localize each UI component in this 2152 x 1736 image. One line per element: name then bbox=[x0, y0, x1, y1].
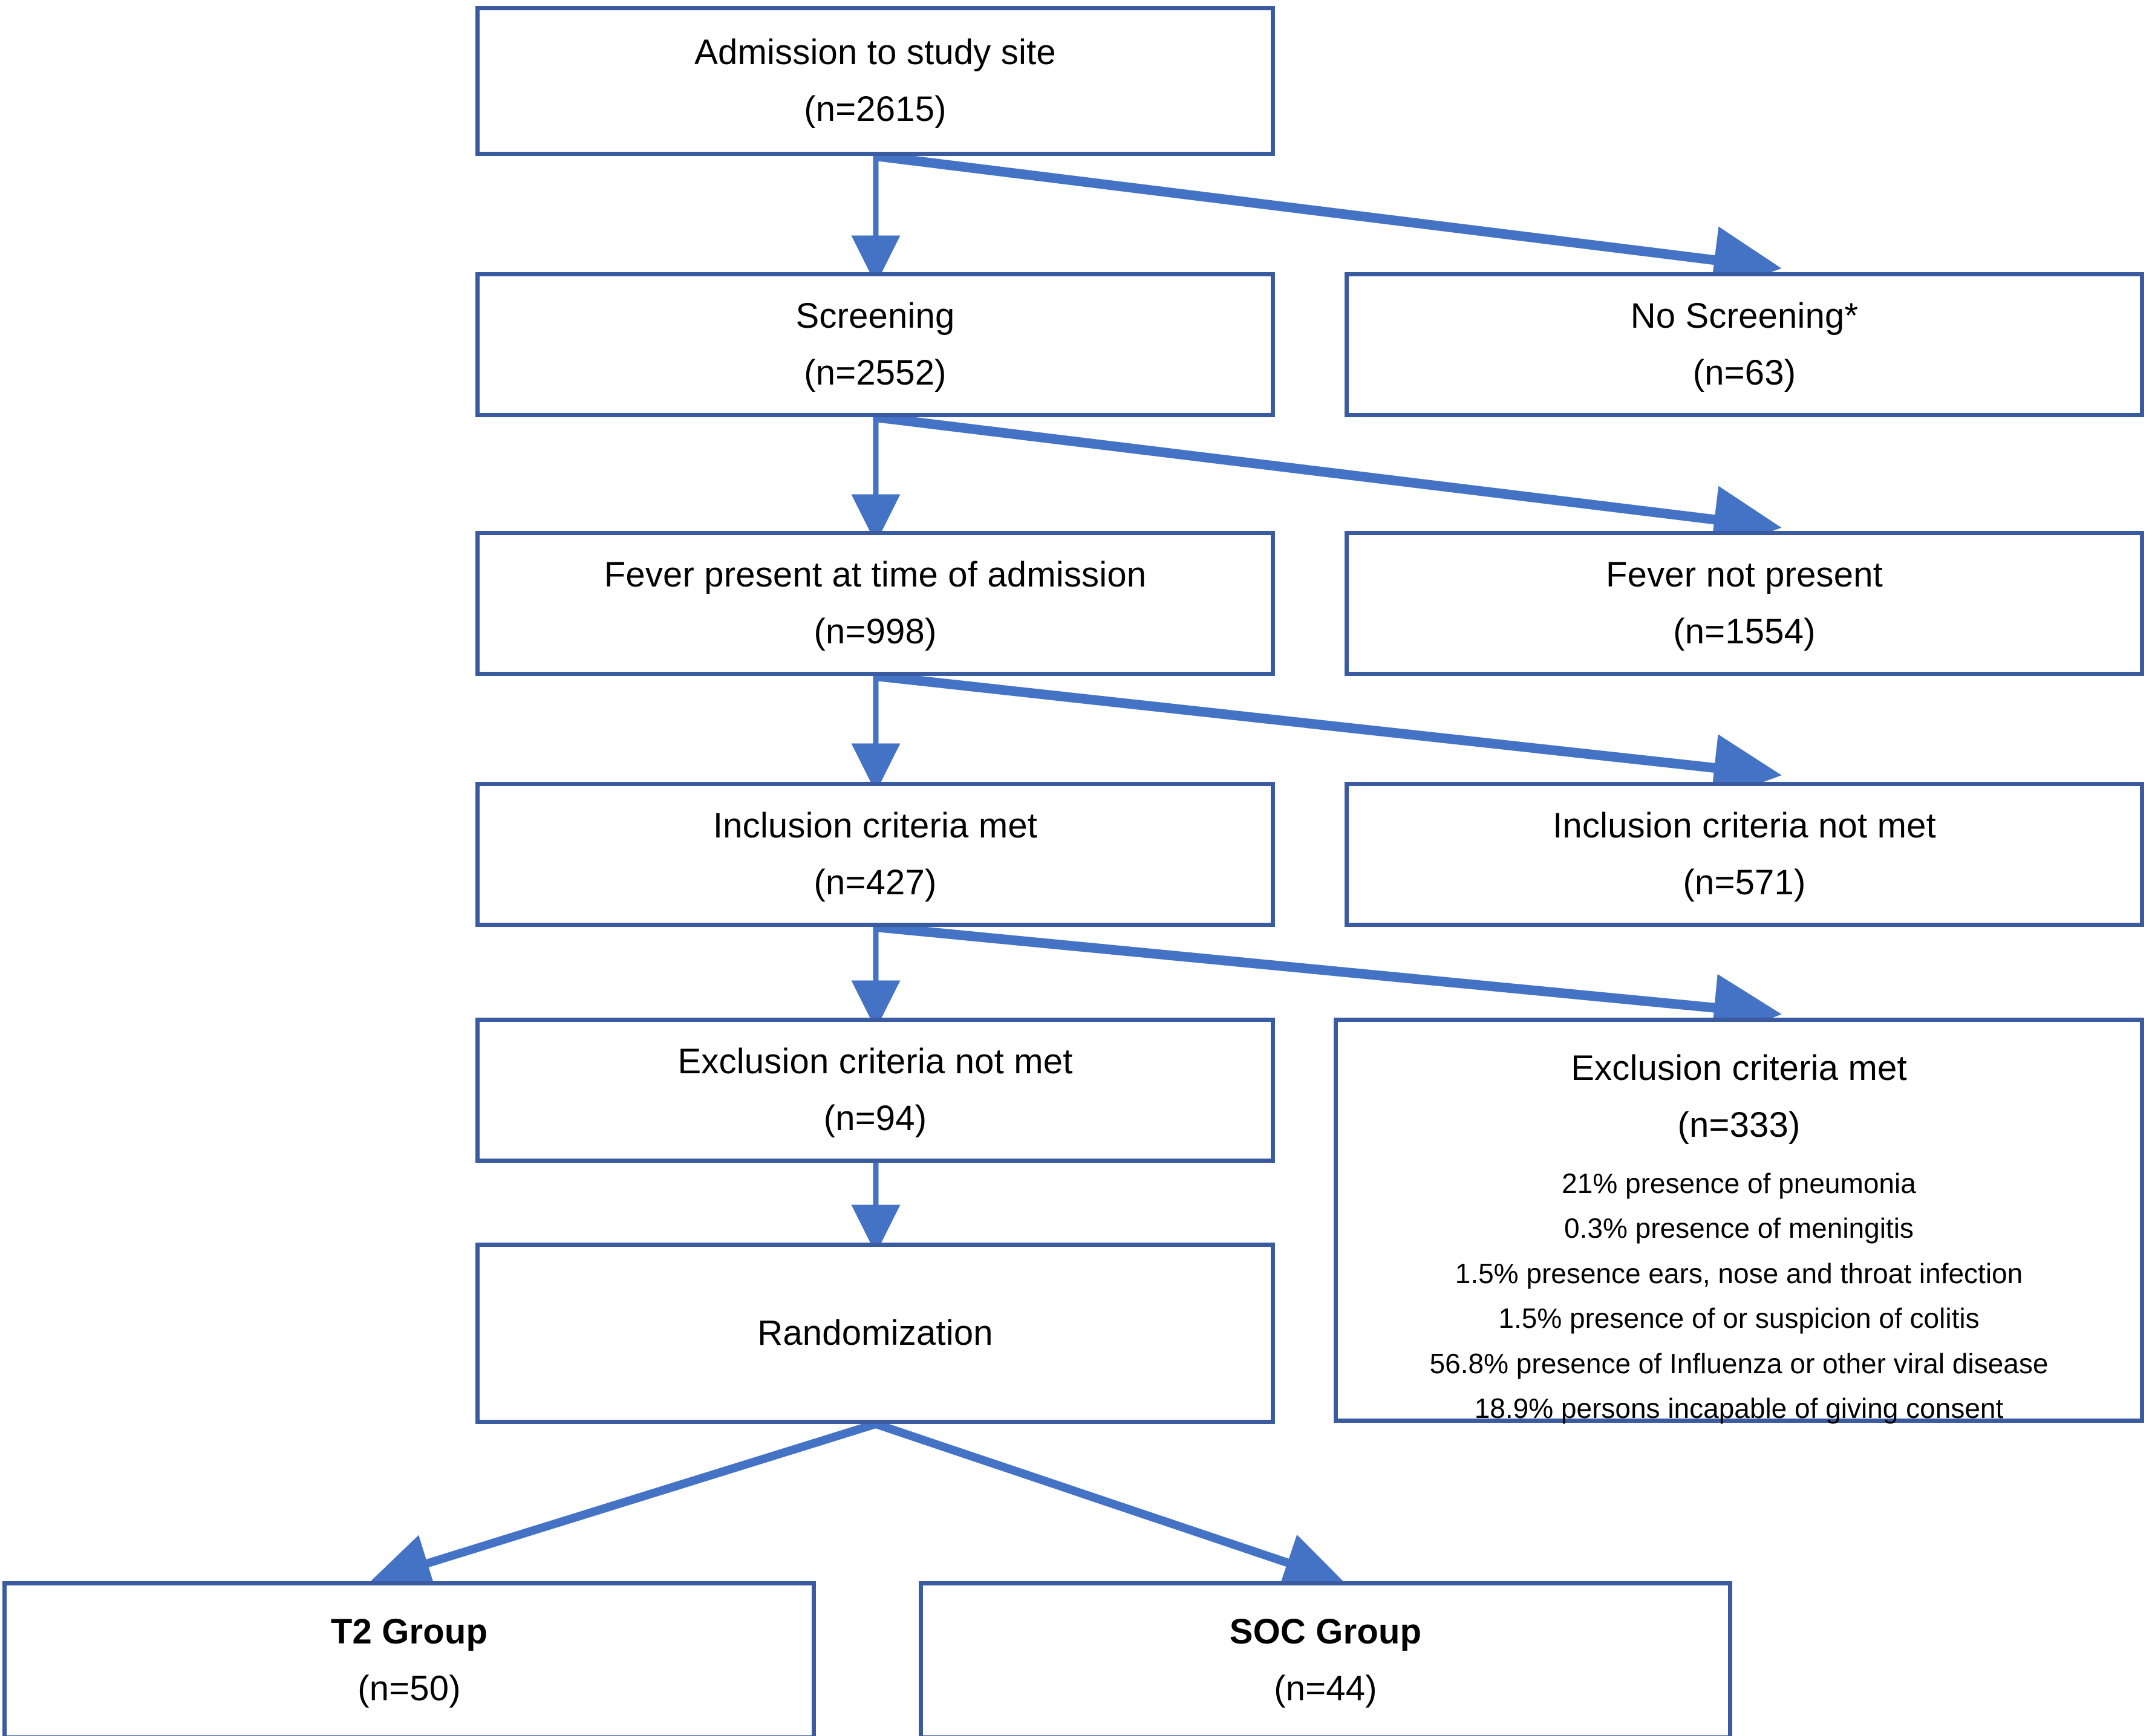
node-no-screening[interactable]: No Screening* (n=63) bbox=[1345, 272, 2144, 417]
edge-randomization-to-t2-group bbox=[371, 1420, 878, 1592]
edge-admission-to-no-screening bbox=[875, 151, 1782, 294]
node-admission[interactable]: Admission to study site (n=2615) bbox=[475, 6, 1275, 156]
node-exclusion-not-met-count: (n=94) bbox=[823, 1099, 927, 1138]
node-fever-not-present[interactable]: Fever not present (n=1554) bbox=[1345, 531, 2144, 676]
node-inclusion-not-met-label: Inclusion criteria not met bbox=[1553, 806, 1936, 846]
node-exclusion-not-met-label: Exclusion criteria not met bbox=[677, 1042, 1073, 1082]
node-no-screening-count: (n=63) bbox=[1692, 353, 1796, 392]
node-exclusion-met-count: (n=333) bbox=[1677, 1105, 1801, 1145]
node-inclusion-not-met[interactable]: Inclusion criteria not met (n=571) bbox=[1345, 782, 2144, 927]
edge-fever-present-to-inclusion-not-met bbox=[875, 671, 1782, 802]
exclusion-reason-item: 1.5% presence of or suspicion of colitis bbox=[1498, 1302, 1980, 1335]
node-randomization[interactable]: Randomization bbox=[475, 1243, 1275, 1424]
node-soc-group[interactable]: SOC Group (n=44) bbox=[919, 1581, 1732, 1736]
exclusion-reason-list: 21% presence of pneumonia 0.3% presence … bbox=[1430, 1161, 2049, 1431]
exclusion-reason-item: 0.3% presence of meningitis bbox=[1564, 1212, 1914, 1244]
exclusion-reason-item: 56.8% presence of Influenza or other vir… bbox=[1429, 1347, 2049, 1379]
exclusion-reason-item: 18.9% persons incapable of giving consen… bbox=[1474, 1393, 2004, 1425]
node-soc-group-label: SOC Group bbox=[1229, 1612, 1422, 1652]
node-fever-not-present-count: (n=1554) bbox=[1673, 612, 1816, 651]
node-admission-label: Admission to study site bbox=[694, 33, 1056, 73]
node-exclusion-not-met[interactable]: Exclusion criteria not met (n=94) bbox=[475, 1018, 1275, 1163]
node-screening-label: Screening bbox=[795, 296, 955, 336]
node-inclusion-met-label: Inclusion criteria met bbox=[712, 806, 1038, 846]
edge-randomization-to-soc-group bbox=[874, 1420, 1344, 1591]
exclusion-reason-item: 1.5% presence ears, nose and throat infe… bbox=[1455, 1257, 2023, 1289]
node-fever-present-label: Fever present at time of admission bbox=[604, 555, 1147, 595]
node-admission-count: (n=2615) bbox=[804, 89, 947, 129]
node-fever-not-present-label: Fever not present bbox=[1606, 555, 1883, 595]
node-exclusion-met[interactable]: Exclusion criteria met (n=333) 21% prese… bbox=[1334, 1018, 2144, 1424]
node-randomization-label: Randomization bbox=[757, 1313, 993, 1353]
node-inclusion-not-met-count: (n=571) bbox=[1683, 863, 1806, 902]
node-screening[interactable]: Screening (n=2552) bbox=[475, 272, 1275, 417]
node-fever-present-count: (n=998) bbox=[814, 612, 937, 651]
node-inclusion-met-count: (n=427) bbox=[814, 863, 937, 902]
edge-inclusion-met-to-exclusion-met bbox=[875, 922, 1782, 1042]
node-t2-group[interactable]: T2 Group (n=50) bbox=[2, 1581, 816, 1736]
node-soc-group-count: (n=44) bbox=[1274, 1669, 1377, 1708]
node-exclusion-met-label: Exclusion criteria met bbox=[1571, 1048, 1907, 1088]
node-fever-present[interactable]: Fever present at time of admission (n=99… bbox=[475, 531, 1275, 676]
node-screening-count: (n=2552) bbox=[804, 353, 947, 392]
exclusion-reason-item: 21% presence of pneumonia bbox=[1562, 1167, 1916, 1199]
node-inclusion-met[interactable]: Inclusion criteria met (n=427) bbox=[475, 782, 1275, 927]
node-t2-group-label: T2 Group bbox=[330, 1612, 488, 1652]
edge-screening-to-fever-not-present bbox=[875, 412, 1782, 553]
node-no-screening-label: No Screening* bbox=[1630, 296, 1859, 336]
node-t2-group-count: (n=50) bbox=[357, 1669, 461, 1708]
